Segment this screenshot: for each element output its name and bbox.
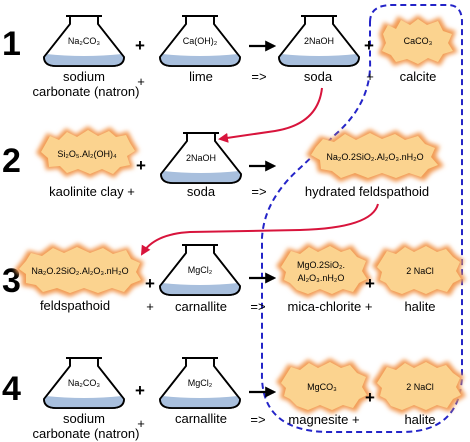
flask-soda-1: 2NaOH [278,15,360,67]
label-hydrated-feldspathoid: hydrated feldspathoid [305,184,429,199]
formula-na2co3: Na₂CO₃ [68,36,100,46]
formula-caoh2: Ca(OH)₂ [183,36,218,46]
mineral-hydrated-feldspathoid: Na₂O.2SiO₂.Al₂O₃.nH₂O [306,129,444,182]
formula-caco3: CaCO₃ [404,36,433,46]
yields-label-2: => [251,184,266,199]
plus-operator: + [145,274,155,293]
label-carnallite-4: carnallite [175,411,227,426]
plus-label: + [137,74,145,89]
label-carbonate-natron-4: carbonate (natron) [33,426,140,441]
plus-operator: + [136,156,146,175]
plus-label: + [137,416,145,431]
product-highlight-outline [260,4,463,433]
transfer-arrow-feldspathoid [140,203,379,256]
label-feldspathoid: feldspathoid [40,298,110,313]
mineral-kaolinite: Si₂O₅.Al₂(OH)₄ [36,126,139,178]
plus-operator: + [365,274,375,293]
yields-label-3: => [250,299,265,314]
step-number-4: 4 [2,370,21,408]
formula-2nacl-3: 2 NaCl [406,266,434,276]
label-lime: lime [189,69,213,84]
formula-2naoh-1: 2NaOH [304,36,334,46]
label-carbonate-natron: carbonate (natron) [33,84,140,99]
formula-mgco3: MgCO₃ [307,382,337,392]
product-plus-label: + [366,69,374,84]
yields-label-1: => [251,69,266,84]
flask-carnallite-4: MgCl₂ [159,357,241,409]
yields-label-4: => [250,412,265,427]
label-soda-1: soda [304,69,333,84]
label-kaolinite-clay: kaolinite clay + [49,184,135,199]
label-mica-chlorite: mica-chlorite + [288,299,373,314]
mineral-calcite: CaCO₃ [378,15,458,68]
label-magnesite: magnesite + [288,412,359,427]
formula-mgcl2-4: MgCl₂ [188,378,213,388]
label-halite-4: halite [404,412,435,427]
flask-carnallite-3: MgCl₂ [159,244,241,296]
mineral-magnesite: MgCO₃ [276,358,372,414]
mineral-feldspathoid: Na₂O.2SiO₂.Al₂O₃.nH₂O [14,243,146,297]
formula-mica-chlorite-a: MgO.2SiO₂. [297,260,345,270]
label-sodium-4: sodium [63,411,105,426]
formula-mgcl2-3: MgCl₂ [188,265,213,275]
flask-sodium-carbonate-1: Na₂CO₃ [43,15,125,67]
formula-mica-chlorite-b: Al₂O₃.nH₂O [298,273,345,283]
plus-operator: + [365,388,375,407]
plus-label: + [146,299,154,314]
formula-2nacl-4: 2 NaCl [406,382,434,392]
label-sodium: sodium [63,69,105,84]
flask-sodium-carbonate-4: Na₂CO₃ [43,357,125,409]
plus-operator: + [364,36,374,55]
mineral-halite-4: 2 NaCl [372,358,466,414]
label-soda-2: soda [187,184,216,199]
flask-soda-2: 2NaOH [160,132,242,184]
formula-feldspathoid: Na₂O.2SiO₂.Al₂O₃.nH₂O [31,266,128,276]
step-number-2: 2 [2,142,21,180]
label-halite-3: halite [404,299,435,314]
mineral-mica-chlorite: MgO.2SiO₂. Al₂O₃.nH₂O [276,242,372,298]
mineral-halite-3: 2 NaCl [372,242,466,298]
formula-2naoh-2: 2NaOH [186,153,216,163]
formula-kaolinite: Si₂O₅.Al₂(OH)₄ [57,149,117,159]
plus-operator: + [135,381,145,400]
formula-hydrated-feldspathoid: Na₂O.2SiO₂.Al₂O₃.nH₂O [326,152,423,162]
plus-operator: + [135,36,145,55]
label-calcite: calcite [400,69,437,84]
transfer-arrow-soda [218,87,323,143]
flask-lime: Ca(OH)₂ [159,15,241,67]
step-number-1: 1 [2,25,21,63]
formula-na2co3-4: Na₂CO₃ [68,378,100,388]
label-carnallite-3: carnallite [175,299,227,314]
